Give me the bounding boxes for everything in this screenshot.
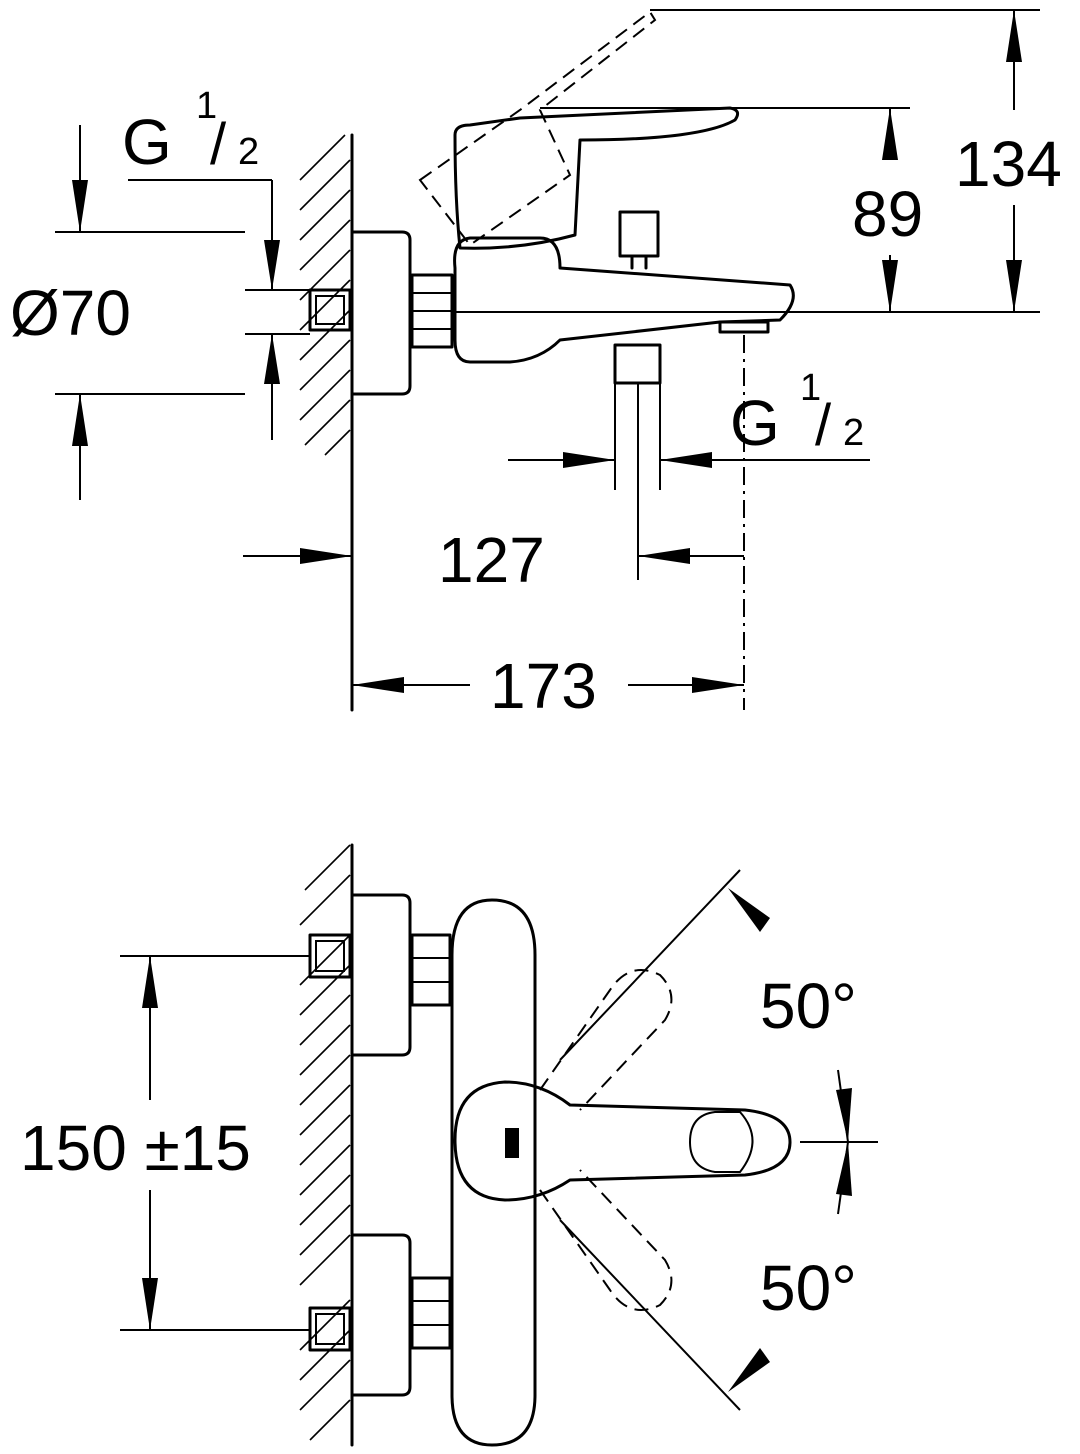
mixer-body-side	[453, 236, 795, 364]
upper-escutcheon	[350, 893, 412, 1057]
lever-front	[453, 1080, 792, 1202]
height-total-label: 134	[955, 128, 1062, 200]
centers-label: 150 ±15	[20, 1112, 251, 1184]
inlet-connector-inner	[315, 295, 345, 325]
depth-spout-label: 173	[490, 650, 597, 722]
thread-top-slash: /	[210, 112, 227, 177]
upper-inlet-connector-inner	[315, 940, 345, 972]
lever-left-outline	[539, 969, 673, 1111]
lever-side	[453, 106, 740, 250]
aerator	[718, 320, 770, 334]
wall-hatch-top	[299, 133, 354, 712]
outlet-fitting	[613, 343, 662, 385]
height-lever-label: 89	[852, 178, 923, 250]
lower-escutcheon	[350, 1233, 412, 1397]
mixer-body-front	[450, 898, 537, 1447]
thread-top-den: 2	[238, 131, 259, 173]
depth-outlet-label: 127	[438, 524, 545, 596]
front-view: 50° 50° 150 ±15	[20, 843, 878, 1447]
escutcheon	[350, 230, 412, 396]
diverter-knob	[618, 210, 660, 258]
diameter-label: Ø70	[10, 277, 131, 349]
thread-bottom-num: 1	[800, 367, 821, 409]
lower-inlet-connector-inner	[315, 1313, 345, 1345]
side-view: Ø70 G 1 / 2 89 134 G 1 / 2	[10, 9, 1062, 722]
angle-lower-label: 50°	[760, 1252, 857, 1324]
lower-hex-union	[410, 1276, 452, 1350]
thread-bottom-den: 2	[843, 412, 864, 454]
upper-hex-union	[410, 933, 452, 1007]
thread-top-num: 1	[196, 85, 217, 127]
angle-upper-label: 50°	[760, 970, 857, 1042]
inlet-connector	[308, 288, 352, 332]
indicator-mark	[505, 1128, 519, 1158]
wall-hatch-bottom	[299, 843, 354, 1447]
thread-top-g: G	[122, 106, 172, 178]
lever-grip	[688, 1111, 754, 1173]
thread-bottom-slash: /	[815, 393, 832, 458]
thread-bottom-g: G	[730, 387, 780, 459]
lever-raised-outline	[418, 10, 657, 247]
lever-right-outline	[539, 1169, 673, 1311]
